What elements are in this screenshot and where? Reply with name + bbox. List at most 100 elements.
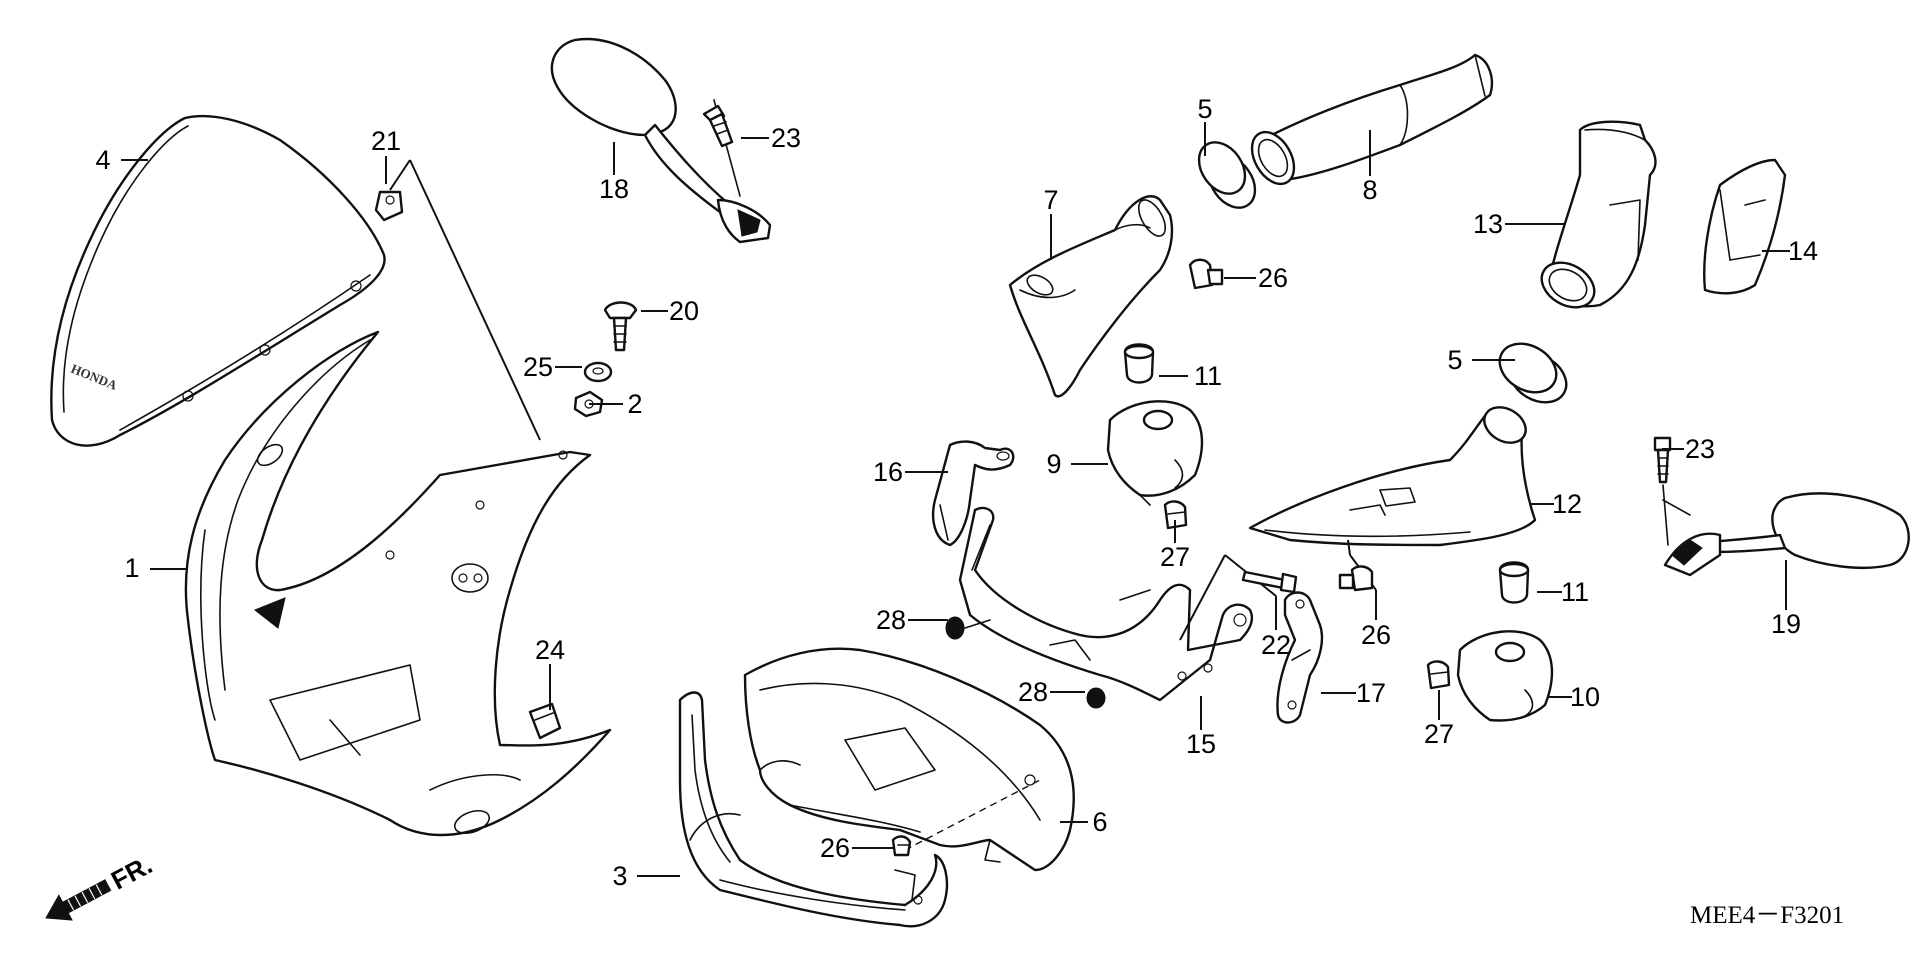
callout-number: 28 (1018, 677, 1048, 707)
pointer-line-23-right (1662, 484, 1691, 546)
callout-21: 21 (371, 126, 401, 184)
callout-8: 8 (1362, 130, 1378, 205)
callout-number: 4 (95, 145, 110, 175)
figure-code: MEE4－F3201 (1690, 902, 1844, 929)
callout-14: 14 (1762, 236, 1818, 266)
stay-left (931, 440, 1015, 547)
upper-cowl (184, 330, 612, 837)
dashed-line-6 (904, 779, 1041, 851)
callout-26: 26 (820, 833, 893, 863)
callout-22: 22 (1261, 596, 1291, 660)
callout-number: 26 (1258, 263, 1288, 293)
callout-number: 23 (771, 123, 801, 153)
callout-number: 21 (371, 126, 401, 156)
front-direction-arrow: FR. (45, 849, 157, 921)
clip-nut (528, 702, 562, 740)
intake-tube (1250, 53, 1494, 186)
windscreen: HONDA (50, 114, 386, 447)
callout-number: 27 (1160, 542, 1190, 572)
duct-housing-right (1456, 630, 1554, 722)
center-bracket (958, 506, 1254, 702)
rubber-cushion-28a (945, 616, 965, 640)
callout-16: 16 (873, 457, 948, 487)
callout-number: 12 (1552, 489, 1582, 519)
callout-number: 16 (873, 457, 903, 487)
rubber-cushion-28b (1086, 687, 1106, 709)
callout-6: 6 (1060, 807, 1108, 837)
callout-number: 15 (1186, 729, 1216, 759)
callout-11: 11 (1537, 577, 1589, 607)
callout-19: 19 (1771, 560, 1801, 639)
callout-number: 25 (523, 352, 553, 382)
rubber-seal-left (1197, 141, 1257, 209)
callout-number: 28 (876, 605, 906, 635)
callout-number: 9 (1046, 449, 1061, 479)
callout-28: 28 (876, 605, 948, 635)
callout-number: 14 (1788, 236, 1818, 266)
callout-2: 2 (589, 389, 643, 419)
callout-26: 26 (1361, 590, 1391, 650)
fasteners-upper-left (374, 190, 638, 418)
pointer-line-28 (964, 619, 991, 629)
clip-27-left (1163, 500, 1188, 530)
callout-27: 27 (1160, 520, 1190, 572)
callout-number: 5 (1447, 345, 1462, 375)
callout-23: 23 (1662, 434, 1715, 464)
callout-number: 5 (1197, 94, 1212, 124)
callout-number: 27 (1424, 719, 1454, 749)
callout-number: 26 (1361, 620, 1391, 650)
callout-4: 4 (95, 145, 148, 175)
callout-28: 28 (1018, 677, 1085, 707)
side-cover-right (1703, 158, 1787, 295)
callout-number: 22 (1261, 630, 1291, 660)
rubber-seal-right (1498, 342, 1568, 404)
callout-25: 25 (523, 352, 582, 382)
callout-20: 20 (641, 296, 699, 326)
clip-26-right (1338, 565, 1374, 592)
callout-number: 7 (1043, 185, 1058, 215)
callout-12: 12 (1530, 489, 1582, 519)
clip-27-right (1426, 660, 1451, 690)
callout-13: 13 (1473, 209, 1565, 239)
air-duct-lower-right (1248, 406, 1537, 547)
callout-9: 9 (1046, 449, 1108, 479)
callout-number: 13 (1473, 209, 1503, 239)
callout-15: 15 (1186, 696, 1216, 759)
callout-18: 18 (599, 142, 629, 204)
bolt-22 (1241, 570, 1298, 594)
callout-number: 19 (1771, 609, 1801, 639)
clip-26-lower (891, 835, 912, 857)
stay-right (1276, 591, 1324, 724)
callout-23: 23 (741, 123, 801, 153)
callout-number: 20 (669, 296, 699, 326)
callout-27: 27 (1424, 690, 1454, 749)
duct-housing-left (1106, 400, 1204, 506)
callout-7: 7 (1043, 185, 1059, 260)
mirror-bolt-right (1653, 436, 1672, 484)
air-duct-upper-right (1540, 120, 1657, 309)
callout-number: 6 (1092, 807, 1107, 837)
callout-24: 24 (535, 635, 565, 710)
callout-number: 18 (599, 174, 629, 204)
callout-number: 2 (627, 389, 642, 419)
callout-number: 11 (1194, 361, 1222, 391)
mirror-bolt (702, 104, 734, 148)
callout-17: 17 (1321, 678, 1386, 708)
callout-5: 5 (1447, 345, 1515, 375)
callout-number: 11 (1561, 577, 1589, 607)
callout-number: 8 (1362, 175, 1377, 205)
right-mirror (1663, 492, 1910, 577)
lower-cowl (678, 691, 949, 928)
callout-1: 1 (124, 553, 188, 583)
inner-fairing (743, 647, 1075, 872)
pointer-line-21 (389, 159, 541, 441)
callout-number: 23 (1685, 434, 1715, 464)
grommet-11-upper (1123, 343, 1155, 384)
callout-10: 10 (1548, 682, 1600, 712)
callout-3: 3 (612, 861, 680, 891)
front-marker-label: FR. (106, 849, 157, 895)
callout-number: 3 (612, 861, 627, 891)
callout-number: 1 (124, 553, 139, 583)
